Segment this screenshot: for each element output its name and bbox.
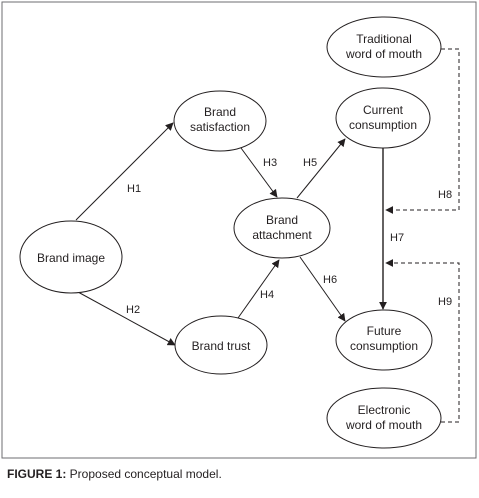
node-brand-trust-shape: [174, 315, 268, 375]
node-brand-satisfaction: Brand satisfaction: [173, 90, 267, 152]
label-h5: H5: [303, 157, 317, 169]
label-h6: H6: [323, 274, 337, 286]
node-current-consumption-line-1: Current: [363, 103, 404, 117]
node-brand-attachment-line-1: Brand: [266, 213, 298, 227]
node-future-consumption-line-1: Future: [367, 324, 402, 338]
node-current-consumption: Current consumption: [335, 87, 431, 149]
node-brand-attachment-line-2: attachment: [252, 228, 312, 242]
label-h7: H7: [390, 232, 404, 244]
figure-caption-label: FIGURE 1:: [7, 467, 67, 481]
edge-h9: [385, 259, 460, 423]
node-electronic-wom: Electronic word of mouth: [326, 387, 442, 449]
figure-caption-text: Proposed conceptual model.: [66, 467, 222, 481]
node-traditional-wom-shape: [326, 16, 442, 78]
node-brand-image-shape: [19, 220, 123, 294]
edge-h2: [77, 291, 176, 346]
node-electronic-wom-line-1: Electronic: [358, 403, 411, 417]
node-electronic-wom-shape: [326, 387, 442, 449]
label-h3: H3: [263, 157, 277, 169]
node-brand-satisfaction-line-2: satisfaction: [190, 120, 250, 134]
label-h9: H9: [438, 296, 452, 308]
node-traditional-wom-line-2: word of mouth: [345, 47, 422, 61]
edge-h8: [385, 48, 460, 214]
node-brand-image: Brand image: [19, 220, 123, 294]
figure-caption: FIGURE 1: Proposed conceptual model.: [7, 467, 222, 481]
node-current-consumption-shape: [335, 87, 431, 149]
label-h8: H8: [438, 189, 452, 201]
node-traditional-wom: Traditional word of mouth: [326, 16, 442, 78]
node-future-consumption-line-2: consumption: [350, 339, 418, 353]
node-brand-image-line-1: Brand image: [37, 251, 105, 265]
figure-frame: [1, 1, 477, 459]
node-brand-attachment-shape: [233, 197, 331, 259]
node-brand-trust: Brand trust: [174, 315, 268, 375]
label-h1: H1: [127, 183, 141, 195]
node-brand-satisfaction-line-1: Brand: [204, 105, 236, 119]
node-electronic-wom-line-2: word of mouth: [345, 418, 422, 432]
edge-h5: [296, 138, 346, 199]
edge-h1: [75, 122, 174, 221]
edge-h4: [237, 259, 280, 319]
node-current-consumption-line-2: consumption: [349, 118, 417, 132]
edge-h3: [240, 147, 278, 198]
node-brand-trust-line-1: Brand trust: [192, 339, 251, 353]
node-brand-attachment: Brand attachment: [233, 197, 331, 259]
label-h4: H4: [260, 289, 274, 301]
edge-h6: [299, 256, 346, 322]
node-brand-satisfaction-shape: [173, 90, 267, 152]
label-h2: H2: [126, 304, 140, 316]
node-future-consumption: Future consumption: [335, 309, 433, 371]
node-traditional-wom-line-1: Traditional: [356, 32, 412, 46]
node-future-consumption-shape: [335, 309, 433, 371]
